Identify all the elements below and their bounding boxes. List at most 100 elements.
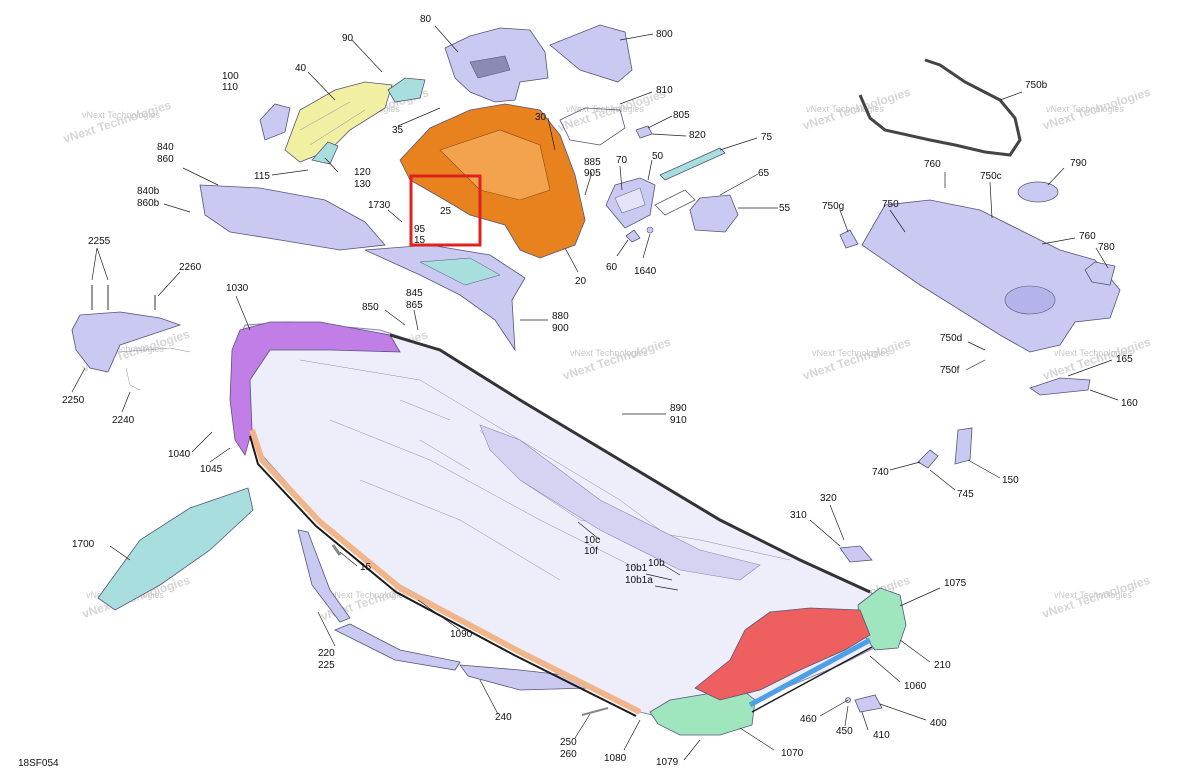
callout-2240[interactable]: 2240 <box>112 415 135 426</box>
callout-885[interactable]: 885 <box>584 157 601 168</box>
callout-310[interactable]: 310 <box>790 510 807 521</box>
part-160-bracket[interactable] <box>1029 377 1091 396</box>
callout-160[interactable]: 160 <box>1121 398 1138 409</box>
callout-80[interactable]: 80 <box>420 14 432 25</box>
part-150-plate[interactable] <box>954 427 973 465</box>
callout-865[interactable]: 865 <box>406 300 423 311</box>
callout-905[interactable]: 905 <box>584 168 601 179</box>
callout-10b1[interactable]: 10b1 <box>625 563 648 574</box>
callout-65[interactable]: 65 <box>758 168 770 179</box>
callout-750[interactable]: 750 <box>882 199 899 210</box>
part-1060-bar[interactable] <box>748 637 872 708</box>
callout-1090[interactable]: 1090 <box>450 629 473 640</box>
callout-760-right[interactable]: 760 <box>1079 231 1096 242</box>
callout-850[interactable]: 850 <box>362 302 379 313</box>
callout-260[interactable]: 260 <box>560 749 577 760</box>
part-800-cover[interactable] <box>549 24 633 83</box>
callout-250[interactable]: 250 <box>560 737 577 748</box>
callout-900[interactable]: 900 <box>552 323 569 334</box>
callout-30[interactable]: 30 <box>535 112 547 123</box>
part-40-bracket[interactable] <box>284 81 393 163</box>
part-750b-seal[interactable] <box>858 58 1022 157</box>
callout-225[interactable]: 225 <box>318 660 335 671</box>
callout-1075[interactable]: 1075 <box>944 578 967 589</box>
part-15-pin[interactable] <box>331 544 342 556</box>
callout-10b[interactable]: 10b <box>648 558 665 569</box>
part-1640-screw[interactable] <box>646 226 654 234</box>
callout-750d[interactable]: 750d <box>940 333 962 344</box>
callout-860[interactable]: 860 <box>157 154 174 165</box>
part-75-strip[interactable] <box>659 147 726 181</box>
callout-790[interactable]: 790 <box>1070 158 1087 169</box>
callout-1070[interactable]: 1070 <box>781 748 804 759</box>
callout-240[interactable]: 240 <box>495 712 512 723</box>
callout-780[interactable]: 780 <box>1098 242 1115 253</box>
callout-1080[interactable]: 1080 <box>604 753 627 764</box>
callout-820[interactable]: 820 <box>689 130 706 141</box>
callout-120[interactable]: 120 <box>354 167 371 178</box>
callout-165[interactable]: 165 <box>1116 354 1133 365</box>
callout-90[interactable]: 90 <box>342 33 354 44</box>
callout-805[interactable]: 805 <box>673 110 690 121</box>
callout-25[interactable]: 25 <box>440 206 452 217</box>
callout-40[interactable]: 40 <box>295 63 307 74</box>
callout-400[interactable]: 400 <box>930 718 947 729</box>
part-1700-panel[interactable] <box>97 487 254 611</box>
callout-750g[interactable]: 750g <box>822 201 844 212</box>
callout-1030[interactable]: 1030 <box>226 283 249 294</box>
callout-840[interactable]: 840 <box>157 142 174 153</box>
part-750g-clip[interactable] <box>839 229 859 249</box>
part-225-strip[interactable] <box>334 623 461 671</box>
callout-150[interactable]: 150 <box>1002 475 1019 486</box>
part-100-cover[interactable] <box>259 103 291 141</box>
part-740-clip[interactable] <box>917 449 939 469</box>
part-1030-bow-trim[interactable] <box>229 321 401 456</box>
callout-220[interactable]: 220 <box>318 648 335 659</box>
callout-10c[interactable]: 10c <box>584 535 600 546</box>
callout-910[interactable]: 910 <box>670 415 687 426</box>
callout-890[interactable]: 890 <box>670 403 687 414</box>
callout-2250[interactable]: 2250 <box>62 395 85 406</box>
callout-2255[interactable]: 2255 <box>88 236 111 247</box>
callout-60[interactable]: 60 <box>606 262 618 273</box>
part-rear-platform[interactable] <box>694 607 871 701</box>
part-2250-bracket[interactable] <box>71 311 182 373</box>
callout-760[interactable]: 760 <box>924 159 941 170</box>
callout-1040[interactable]: 1040 <box>168 449 191 460</box>
callout-460[interactable]: 460 <box>800 714 817 725</box>
callout-810[interactable]: 810 <box>656 85 673 96</box>
part-250-strip[interactable] <box>581 707 609 716</box>
callout-15[interactable]: 15 <box>414 235 426 246</box>
part-rub-rail-right[interactable] <box>389 333 871 594</box>
callout-1045[interactable]: 1045 <box>200 464 223 475</box>
callout-750c[interactable]: 750c <box>980 171 1002 182</box>
part-120-lens[interactable] <box>311 141 339 165</box>
part-220-strip[interactable] <box>297 529 351 623</box>
callout-1079[interactable]: 1079 <box>656 757 679 768</box>
callout-1640[interactable]: 1640 <box>634 266 657 277</box>
part-750-storage-tray[interactable] <box>861 199 1121 353</box>
callout-100[interactable]: 100 <box>222 71 239 82</box>
part-400-bracket[interactable] <box>854 694 883 713</box>
callout-745[interactable]: 745 <box>957 489 974 500</box>
part-1090-rail[interactable] <box>249 429 642 715</box>
callout-800[interactable]: 800 <box>656 29 673 40</box>
callout-55[interactable]: 55 <box>779 203 791 214</box>
callout-860b[interactable]: 860b <box>137 198 160 209</box>
callout-95[interactable]: 95 <box>414 224 426 235</box>
callout-115[interactable]: 115 <box>254 171 270 182</box>
callout-840b[interactable]: 840b <box>137 186 160 197</box>
callout-410[interactable]: 410 <box>873 730 890 741</box>
callout-50[interactable]: 50 <box>652 151 664 162</box>
callout-740[interactable]: 740 <box>872 467 889 478</box>
callout-10f[interactable]: 10f <box>584 546 598 557</box>
callout-750f[interactable]: 750f <box>940 365 960 376</box>
callout-845[interactable]: 845 <box>406 288 423 299</box>
callout-75[interactable]: 75 <box>761 132 773 143</box>
callout-880[interactable]: 880 <box>552 311 569 322</box>
callout-1060[interactable]: 1060 <box>904 681 927 692</box>
callout-130[interactable]: 130 <box>354 179 371 190</box>
callout-210[interactable]: 210 <box>934 660 951 671</box>
callout-110[interactable]: 110 <box>222 82 238 93</box>
part-90-lens[interactable] <box>387 77 426 103</box>
